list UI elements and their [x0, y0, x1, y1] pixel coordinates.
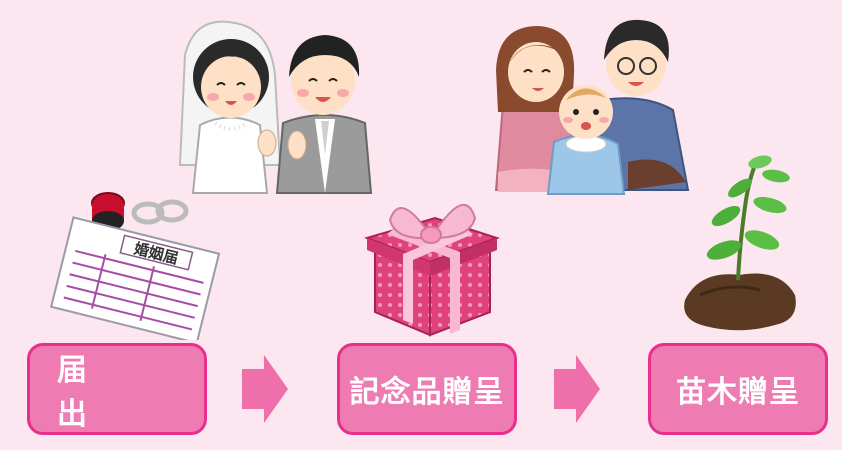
step-commemorative-gift-label: 記念品贈呈	[349, 375, 505, 410]
family-illustration	[494, 19, 690, 195]
arrow-right-icon	[554, 355, 600, 423]
step-commemorative-gift: 記念品贈呈	[337, 343, 517, 435]
step-submission-label: 届 出	[57, 353, 237, 432]
seedling-illustration	[684, 155, 796, 331]
step-submission: 届 出	[27, 343, 207, 435]
gift-box-illustration	[363, 204, 501, 337]
wedding-couple-illustration	[178, 20, 373, 194]
step-seedling-gift: 苗木贈呈	[648, 343, 828, 435]
marriage-certificate-illustration: 婚姻届	[49, 192, 221, 340]
arrow-right-icon	[242, 355, 288, 423]
step-seedling-gift-label: 苗木贈呈	[676, 375, 800, 410]
